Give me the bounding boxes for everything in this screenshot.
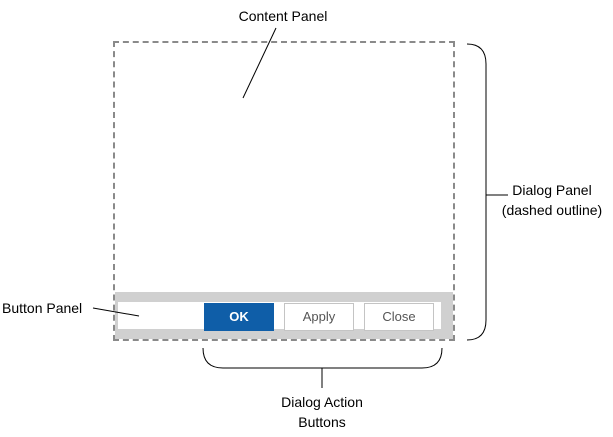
dialog-buttons-brace — [202, 347, 443, 369]
content-panel — [115, 43, 453, 291]
dialog-action-buttons-label-line1: Dialog Action — [281, 394, 363, 410]
button-panel: OK Apply Close — [115, 292, 453, 339]
button-panel-label: Button Panel — [2, 300, 83, 316]
dialog-panel: OK Apply Close — [113, 41, 455, 341]
dialog-panel-brace — [466, 43, 487, 341]
dialog-panel-label-line2: (dashed outline) — [501, 202, 603, 218]
dialog-action-buttons-label: Dialog Action Buttons — [254, 392, 390, 432]
close-button[interactable]: Close — [364, 303, 434, 331]
dialog-action-buttons-label-line2: Buttons — [298, 414, 346, 430]
content-panel-label: Content Panel — [238, 8, 328, 24]
dialog-panel-label-line1: Dialog Panel — [512, 182, 592, 198]
dialog-panel-label: Dialog Panel (dashed outline) — [494, 180, 610, 220]
apply-button[interactable]: Apply — [284, 303, 354, 331]
ok-button[interactable]: OK — [204, 303, 274, 331]
